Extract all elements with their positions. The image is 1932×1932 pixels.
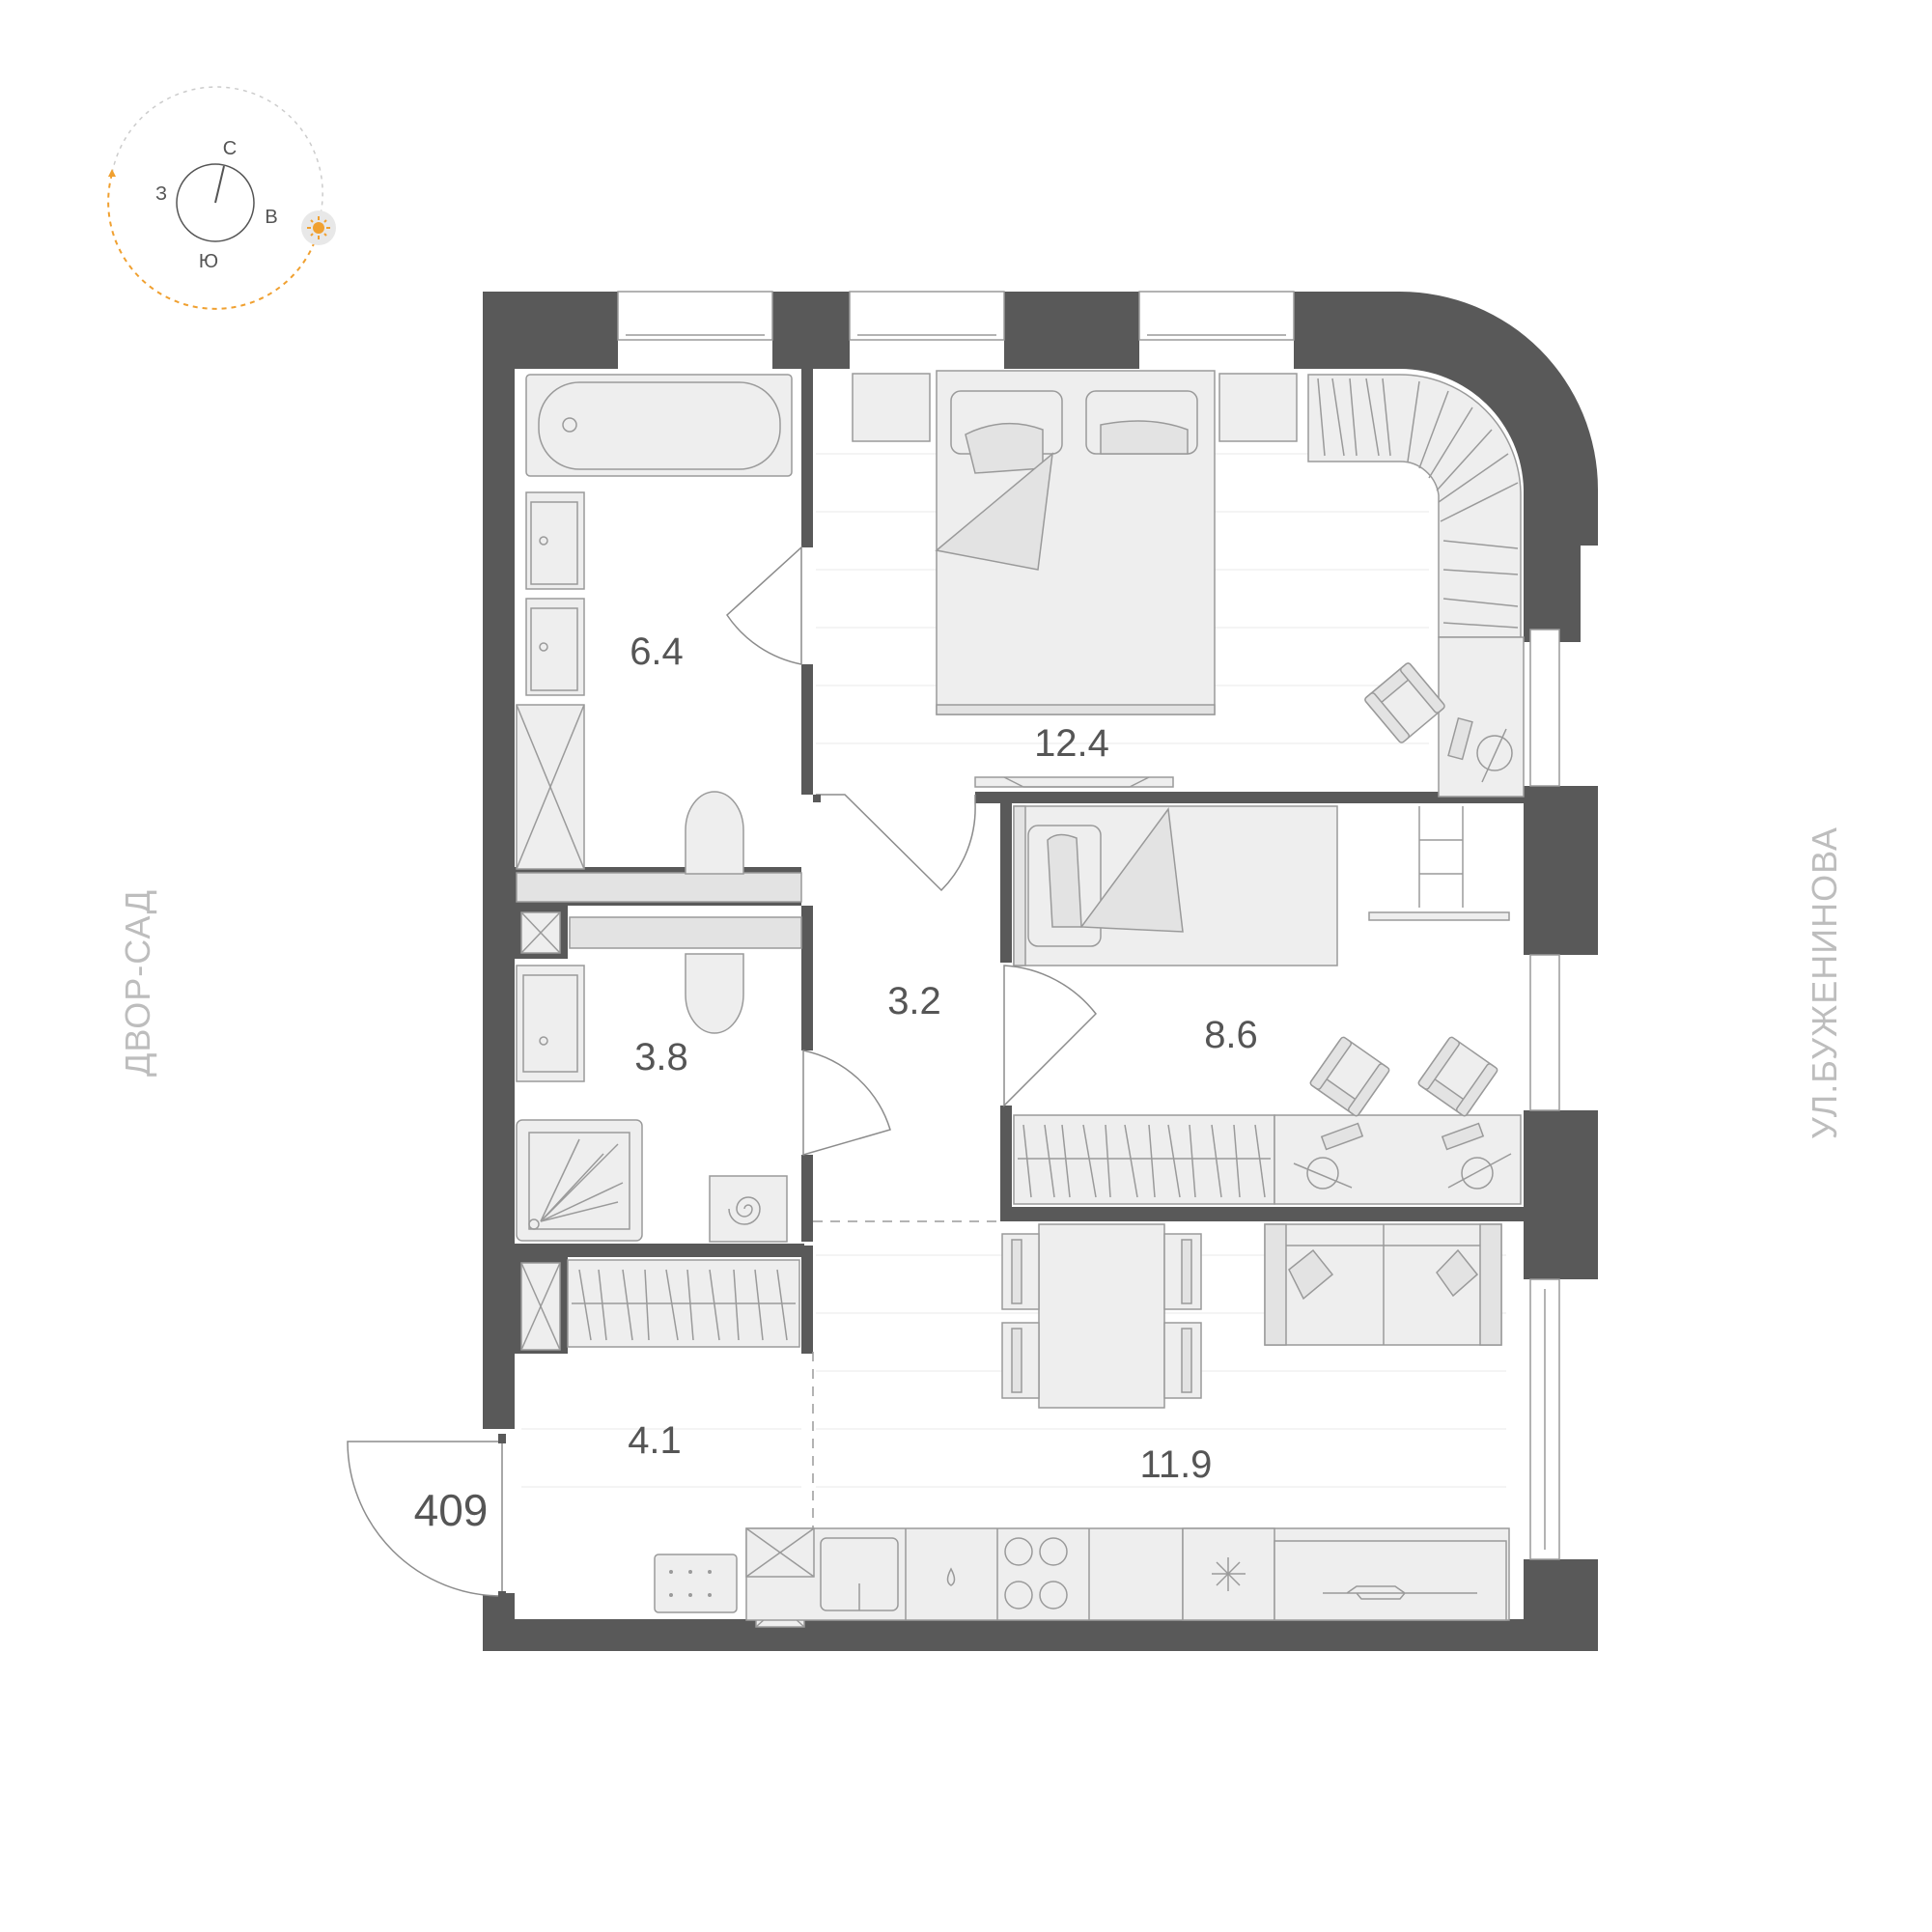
toilet-1: [685, 791, 744, 875]
street-right: УЛ.БУЖЕНИНОВА: [1805, 826, 1844, 1139]
chair-kids-2: [1417, 1036, 1498, 1117]
wardrobe-kids: [1013, 1114, 1275, 1205]
door-entrance: [347, 1441, 503, 1597]
window-bedroom-1: [849, 291, 1005, 341]
chair-kids-1: [1309, 1036, 1390, 1117]
bathroom-furniture: [516, 374, 802, 903]
area-kids-room: 8.6: [1204, 1014, 1258, 1056]
nightstand-left: [852, 373, 931, 442]
kids-blanket: [1079, 807, 1184, 933]
dining-chairs: [1001, 1233, 1202, 1399]
bedroom-furniture: [852, 370, 1525, 798]
area-bedroom: 12.4: [1034, 722, 1109, 765]
ladder: [1418, 806, 1464, 908]
shower-room-furniture: [516, 911, 802, 1243]
boiler: [709, 1175, 788, 1243]
door-kids: [1003, 965, 1097, 1107]
kids-room-furniture: [1013, 805, 1522, 1205]
water-icon: [946, 1567, 956, 1586]
doors: [347, 546, 1097, 1601]
nightstand-right: [1218, 373, 1298, 442]
toilet-2: [685, 953, 744, 1034]
window-kids: [1529, 954, 1560, 1111]
outer-walls: [483, 292, 1598, 1651]
area-hall: 3.2: [887, 980, 941, 1022]
windows: [617, 291, 1560, 1560]
window-bedroom-side: [1529, 629, 1560, 787]
door-shower: [802, 1050, 891, 1156]
cooktop: [1004, 1537, 1068, 1610]
shoe-rack: [654, 1554, 738, 1613]
dining-table: [1038, 1223, 1165, 1409]
compass-east: В: [265, 207, 277, 228]
tv-stand: [974, 776, 1174, 788]
desk-bedroom: [1438, 636, 1525, 798]
chair-bedroom: [1364, 662, 1445, 743]
tv-unit: [1274, 1540, 1507, 1621]
area-bathroom: 6.4: [630, 630, 684, 673]
area-entrance: 4.1: [628, 1419, 682, 1462]
blanket-fold: [935, 452, 1053, 571]
door-bathroom: [726, 546, 802, 665]
apartment-number: 409: [414, 1485, 489, 1535]
kitchen-living-furniture: [745, 1223, 1510, 1621]
street-labels: ДВОР-САД УЛ.БУЖЕНИНОВА: [118, 826, 1844, 1139]
area-shower-room: 3.8: [634, 1036, 688, 1078]
area-labels: 6.4 12.4 3.2 8.6 3.8 4.1 11.9 409: [414, 630, 1258, 1535]
window-bedroom-2: [1138, 291, 1295, 341]
compass-west: З: [155, 183, 167, 205]
door-bedroom: [816, 794, 976, 892]
sun-icon: [301, 210, 336, 245]
shower-shelf: [569, 916, 802, 949]
compass-south: Ю: [199, 251, 218, 272]
street-left: ДВОР-САД: [118, 889, 157, 1077]
compass-north: С: [223, 138, 237, 159]
window-bath: [617, 291, 773, 341]
compass: С Ю З В: [107, 86, 336, 310]
bath-shelf: [516, 872, 802, 903]
area-kitchen-living: 11.9: [1140, 1443, 1213, 1486]
